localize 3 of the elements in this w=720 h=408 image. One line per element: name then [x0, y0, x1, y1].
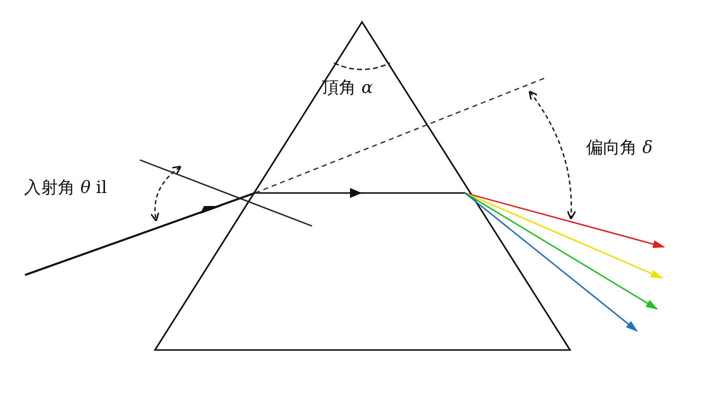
angle-label: 入射角 θ il — [24, 180, 107, 197]
angle-label: 偏向角 δ — [586, 140, 653, 157]
angle-label: 頂角 α — [322, 80, 373, 97]
